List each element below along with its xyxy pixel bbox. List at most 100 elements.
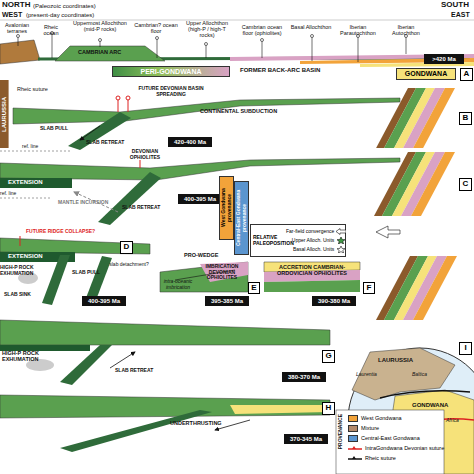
annotation-label: Rheic ocean — [36, 24, 66, 36]
annotation-label: FORMER BACK-ARC BASIN — [240, 67, 320, 74]
annotation-label: EXTENSION — [8, 179, 43, 186]
legend-text: Central-East Gondwana — [361, 435, 420, 441]
legend-text: Rheic suture — [365, 455, 396, 461]
annotation-label: Baltica — [412, 372, 427, 378]
node-text: 380-370 Ma — [288, 374, 320, 381]
annotation-label: HIGH-P ROCK EXHUMATION — [2, 350, 48, 362]
node-text: 395-385 Ma — [211, 298, 243, 305]
annotation-label: NORTH — [2, 1, 30, 10]
panel-letter: B — [459, 112, 472, 125]
annotation-label: LAURUSSIA — [378, 357, 413, 364]
key-box: RELATIVE PALEOPOSITIONFar-field converge… — [250, 224, 346, 257]
annotation-label: (present-day coordinates) — [26, 12, 94, 19]
node-text: I — [464, 344, 466, 353]
annotation-label: SLAB RETREAT — [86, 140, 124, 146]
annotation-label: PRO-WEDGE — [184, 252, 219, 258]
key-column: Far-field convergenceUpper Alloch. Units… — [286, 227, 346, 254]
node-text: C — [463, 180, 469, 189]
node-text: 400-395 Ma — [184, 196, 216, 203]
node-text: RELATIVE PALEOPOSITION — [253, 234, 294, 246]
annotation-label: SLAB SINK — [4, 292, 31, 298]
continent-box: LAURUSSIA — [0, 80, 9, 148]
line-sample — [348, 445, 362, 452]
annotation-label: slab detachment? — [108, 262, 150, 268]
annotation-label: EXTENSION — [8, 253, 43, 260]
annotation-label: ref. line — [22, 144, 38, 150]
annotation-label: SLAB PULL — [72, 270, 100, 276]
annotation-label: Uppermost Allochthon (mid-P rocks) — [68, 20, 132, 32]
annotation-label: Cambrian? ocean floor — [134, 22, 178, 34]
panel-g — [0, 320, 330, 385]
node-text: D — [124, 243, 130, 252]
node-text: 390-380 Ma — [318, 298, 350, 305]
node-text: PERI-GONDWANA — [140, 68, 201, 76]
legend: West GondwanaMixtureCentral-East Gondwan… — [348, 413, 444, 463]
panel-letter: I — [459, 342, 472, 355]
node-text: Basal Alloch. Units — [293, 247, 334, 253]
node-text: Far-field convergence — [286, 229, 334, 235]
annotation-label: PROVENANCE — [338, 414, 344, 449]
annotation-label: ref. line — [0, 191, 16, 197]
annotation-label: EAST — [451, 11, 470, 19]
annotation-label: FUTURE DEVONIAN BASIN SPREADING — [134, 86, 208, 97]
annotation-label: (Paleozoic coordinates) — [33, 3, 96, 10]
provenance-box: West Gondwana provenance — [219, 176, 234, 240]
annotation-label: Iberian Autochthon — [384, 24, 428, 36]
key-row: Upper Alloch. Units — [292, 237, 347, 244]
node-text: Upper Alloch. Units — [292, 238, 335, 244]
annotation-label: Africa — [446, 418, 459, 424]
node-text: A — [464, 70, 470, 79]
node-text: H — [326, 404, 332, 413]
panel-letter: F — [363, 282, 375, 294]
age-box: >420 Ma — [424, 54, 464, 64]
annotation-label: Laurentia — [356, 372, 377, 378]
age-box: 400-395 Ma — [82, 296, 126, 306]
legend-symbol — [336, 237, 346, 244]
annotation-label: Iberian Parautochthon — [336, 24, 380, 36]
annotation-label: Rheic suture — [17, 86, 48, 92]
legend-symbol — [336, 228, 346, 235]
annotation-label: Upper Allochthon (high-P / high-T rocks) — [180, 20, 234, 38]
age-box: 380-370 Ma — [282, 372, 326, 382]
node-text: G — [325, 352, 331, 361]
age-box: 395-385 Ma — [205, 296, 249, 306]
panel-letter: E — [248, 282, 260, 294]
node-text: B — [463, 114, 469, 123]
legend-row: West Gondwana — [348, 413, 444, 423]
panel-letter: A — [460, 68, 473, 81]
legend-text: IntraGondwana Devonian suture — [365, 445, 444, 451]
node-text: 400-395 Ma — [88, 298, 120, 305]
key-row: Far-field convergence — [286, 228, 346, 235]
panel-h — [0, 395, 330, 452]
node-text: F — [367, 284, 372, 293]
node-text: >420 Ma — [432, 56, 456, 63]
age-box: 420-400 Ma — [168, 137, 212, 147]
panel-letter: H — [322, 402, 335, 415]
line-sample — [348, 455, 362, 462]
legend-row: IntraGondwana Devonian suture — [348, 443, 444, 453]
node-text: West Gondwana provenance — [221, 178, 232, 238]
annotation-label: intra-oceanic imbrication — [158, 279, 198, 290]
legend-text: Mixture — [361, 425, 379, 431]
annotation-label: ACCRETION CAMBRIAN-ORDOVICIAN OPHIOLITES — [264, 264, 360, 276]
legend-row: Rheic suture — [348, 453, 444, 463]
age-box: 390-380 Ma — [312, 296, 356, 306]
age-box: 400-395 Ma — [178, 194, 222, 204]
panel-letter: G — [322, 350, 335, 363]
annotation-label: SLAB RETREAT — [115, 368, 153, 374]
panel-a — [0, 20, 474, 67]
annotation-label: HIGH-P ROCK EXHUMATION — [0, 265, 40, 276]
annotation-label: IMBRICATION DEVONIAN OPHIOLITES — [198, 264, 246, 281]
node-text: LAURUSSIA — [1, 97, 8, 132]
annotation-label: MANTLE INCURSION — [58, 200, 108, 206]
node-text: E — [251, 284, 256, 293]
panel-letter: C — [459, 178, 472, 191]
key-heading: RELATIVE PALEOPOSITION — [253, 235, 283, 246]
continent-box: GONDWANA — [396, 68, 456, 80]
panel-d — [0, 236, 150, 305]
legend-symbol — [336, 246, 346, 253]
annotation-label: Avalonian terranes — [0, 22, 34, 34]
annotation-label: CAMBRIAN ARC — [78, 49, 121, 55]
annotation-label: CONTINENTAL SUBDUCTION — [200, 108, 277, 114]
